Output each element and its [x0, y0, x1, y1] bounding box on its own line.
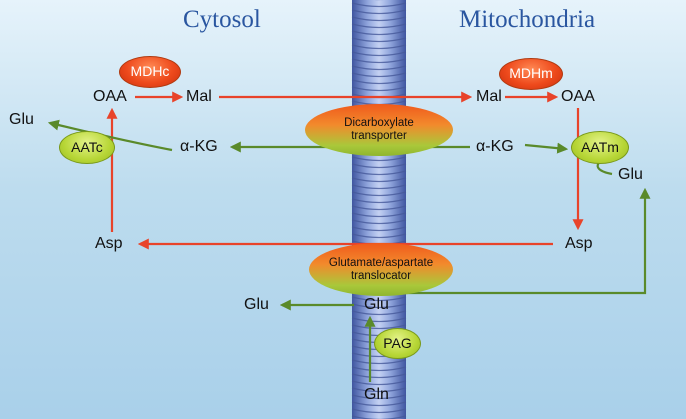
cytosol-oaa-label: OAA	[93, 88, 127, 105]
mdhm-enzyme: MDHm	[499, 58, 563, 90]
dicarboxylate-transporter: Dicarboxylate transporter	[305, 104, 453, 156]
arrow-akg-to-aatm	[524, 142, 569, 154]
mito-oaa-label: OAA	[561, 88, 595, 105]
membrane-glu-label: Glu	[364, 296, 389, 313]
gln-label: Gln	[364, 386, 389, 403]
aatc-enzyme: AATc	[59, 131, 115, 164]
cytosol-mal-label: Mal	[186, 88, 212, 105]
glutamate-aspartate-translocator: Glutamate/aspartate translocator	[309, 243, 453, 296]
cytosol-akg-label: α-KG	[180, 138, 218, 155]
cytosol-title: Cytosol	[183, 6, 261, 33]
mdhc-enzyme: MDHc	[119, 56, 181, 88]
mito-asp-label: Asp	[565, 235, 593, 252]
aatm-enzyme: AATm	[571, 131, 629, 164]
mito-glu-label: Glu	[618, 166, 643, 183]
cytosol-asp-label: Asp	[95, 235, 123, 252]
mito-mal-label: Mal	[476, 88, 502, 105]
glu-output-label: Glu	[244, 296, 269, 313]
cytosol-glu-label: Glu	[9, 111, 34, 128]
mitochondria-title: Mitochondria	[459, 6, 596, 33]
pag-enzyme: PAG	[374, 328, 421, 359]
mito-akg-label: α-KG	[476, 138, 514, 155]
arrow-aatc-to-glu	[47, 119, 173, 152]
arrow-translocator-to-mit-glu	[405, 187, 651, 295]
